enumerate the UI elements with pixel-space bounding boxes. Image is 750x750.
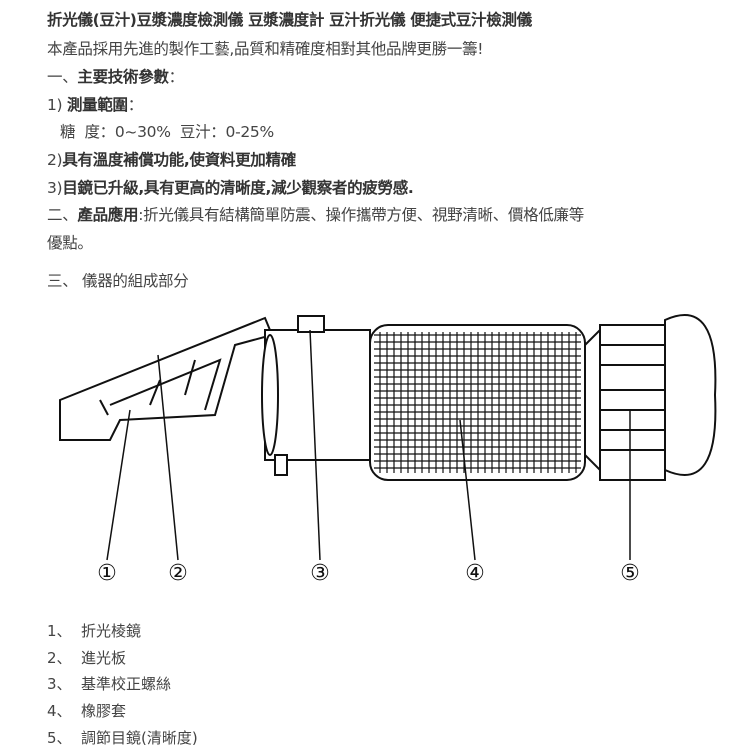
part-label: 調節目鏡(清晰度): [81, 729, 198, 747]
part-number: 3、: [47, 675, 72, 693]
part-item: 2、進光板: [47, 647, 126, 668]
part-number: 1、: [47, 622, 72, 640]
suffix: ：: [168, 68, 185, 86]
section-1-heading: 一、主要技術參數：: [47, 65, 184, 87]
callout-3: ③: [310, 561, 330, 586]
prefix: 二、: [47, 206, 78, 224]
section-3-heading: 三、 儀器的組成部分: [47, 269, 189, 291]
section-2-cont: 優點。: [47, 234, 93, 252]
tube: [261, 315, 371, 476]
heading: 主要技術參數: [77, 68, 169, 86]
prefix: 三、: [47, 272, 83, 290]
text: 目鏡已升級,具有更高的清晰度,減少觀察者的疲勞感.: [62, 179, 414, 197]
intro-text: 本產品採用先進的製作工藝,品質和精確度相對其他品牌更勝一籌!: [47, 40, 484, 58]
part-item: 4、橡膠套: [47, 700, 126, 721]
prism: [59, 316, 274, 441]
heading: 儀器的組成部分: [82, 272, 189, 290]
part-label: 折光棱鏡: [81, 622, 142, 640]
item-1-heading: 1) 測量範圍：: [47, 93, 143, 115]
callout-2: ②: [168, 561, 188, 586]
part-item: 1、折光棱鏡: [47, 620, 141, 641]
refractometer-diagram: ① ② ③ ④ ⑤: [59, 314, 717, 586]
callout-1: ①: [97, 561, 117, 586]
range-text: 糖 度：0~30% 豆汁：0-25%: [60, 123, 274, 141]
section-2: 二、產品應用:折光儀具有結構簡單防震、操作攜帶方便、視野清晰、價格低廉等: [47, 203, 584, 225]
product-title: 折光儀(豆汁)豆漿濃度檢測儀 豆漿濃度計 豆汁折光儀 便捷式豆汁檢測儀: [47, 11, 532, 29]
part-label: 橡膠套: [81, 702, 127, 720]
leader-lines: [106, 329, 631, 561]
item-2: 2)具有溫度補償功能,使資料更加精確: [47, 148, 296, 170]
part-number: 4、: [47, 702, 72, 720]
text: :折光儀具有結構簡單防震、操作攜帶方便、視野清晰、價格低廉等: [138, 206, 584, 224]
part-number: 5、: [47, 729, 72, 747]
heading: 測量範圍: [66, 96, 128, 114]
suffix: ：: [127, 96, 144, 114]
text: 具有溫度補償功能,使資料更加精確: [62, 151, 296, 169]
part-item: 3、基準校正螺絲: [47, 673, 171, 694]
item-3: 3)目鏡已升級,具有更高的清晰度,減少觀察者的疲勞感.: [47, 176, 414, 198]
part-item: 5、調節目鏡(清晰度): [47, 727, 198, 748]
part-number: 2、: [47, 649, 72, 667]
part-label: 進光板: [81, 649, 127, 667]
prefix: 1): [47, 96, 67, 114]
rubber-grip: [369, 324, 586, 481]
prefix: 2): [47, 151, 63, 169]
prefix: 3): [47, 179, 63, 197]
callout-5: ⑤: [620, 561, 640, 586]
prefix: 一、: [47, 68, 78, 86]
eyepiece: [584, 314, 717, 481]
part-label: 基準校正螺絲: [81, 675, 172, 693]
callout-4: ④: [465, 561, 485, 586]
heading: 產品應用: [77, 206, 139, 224]
